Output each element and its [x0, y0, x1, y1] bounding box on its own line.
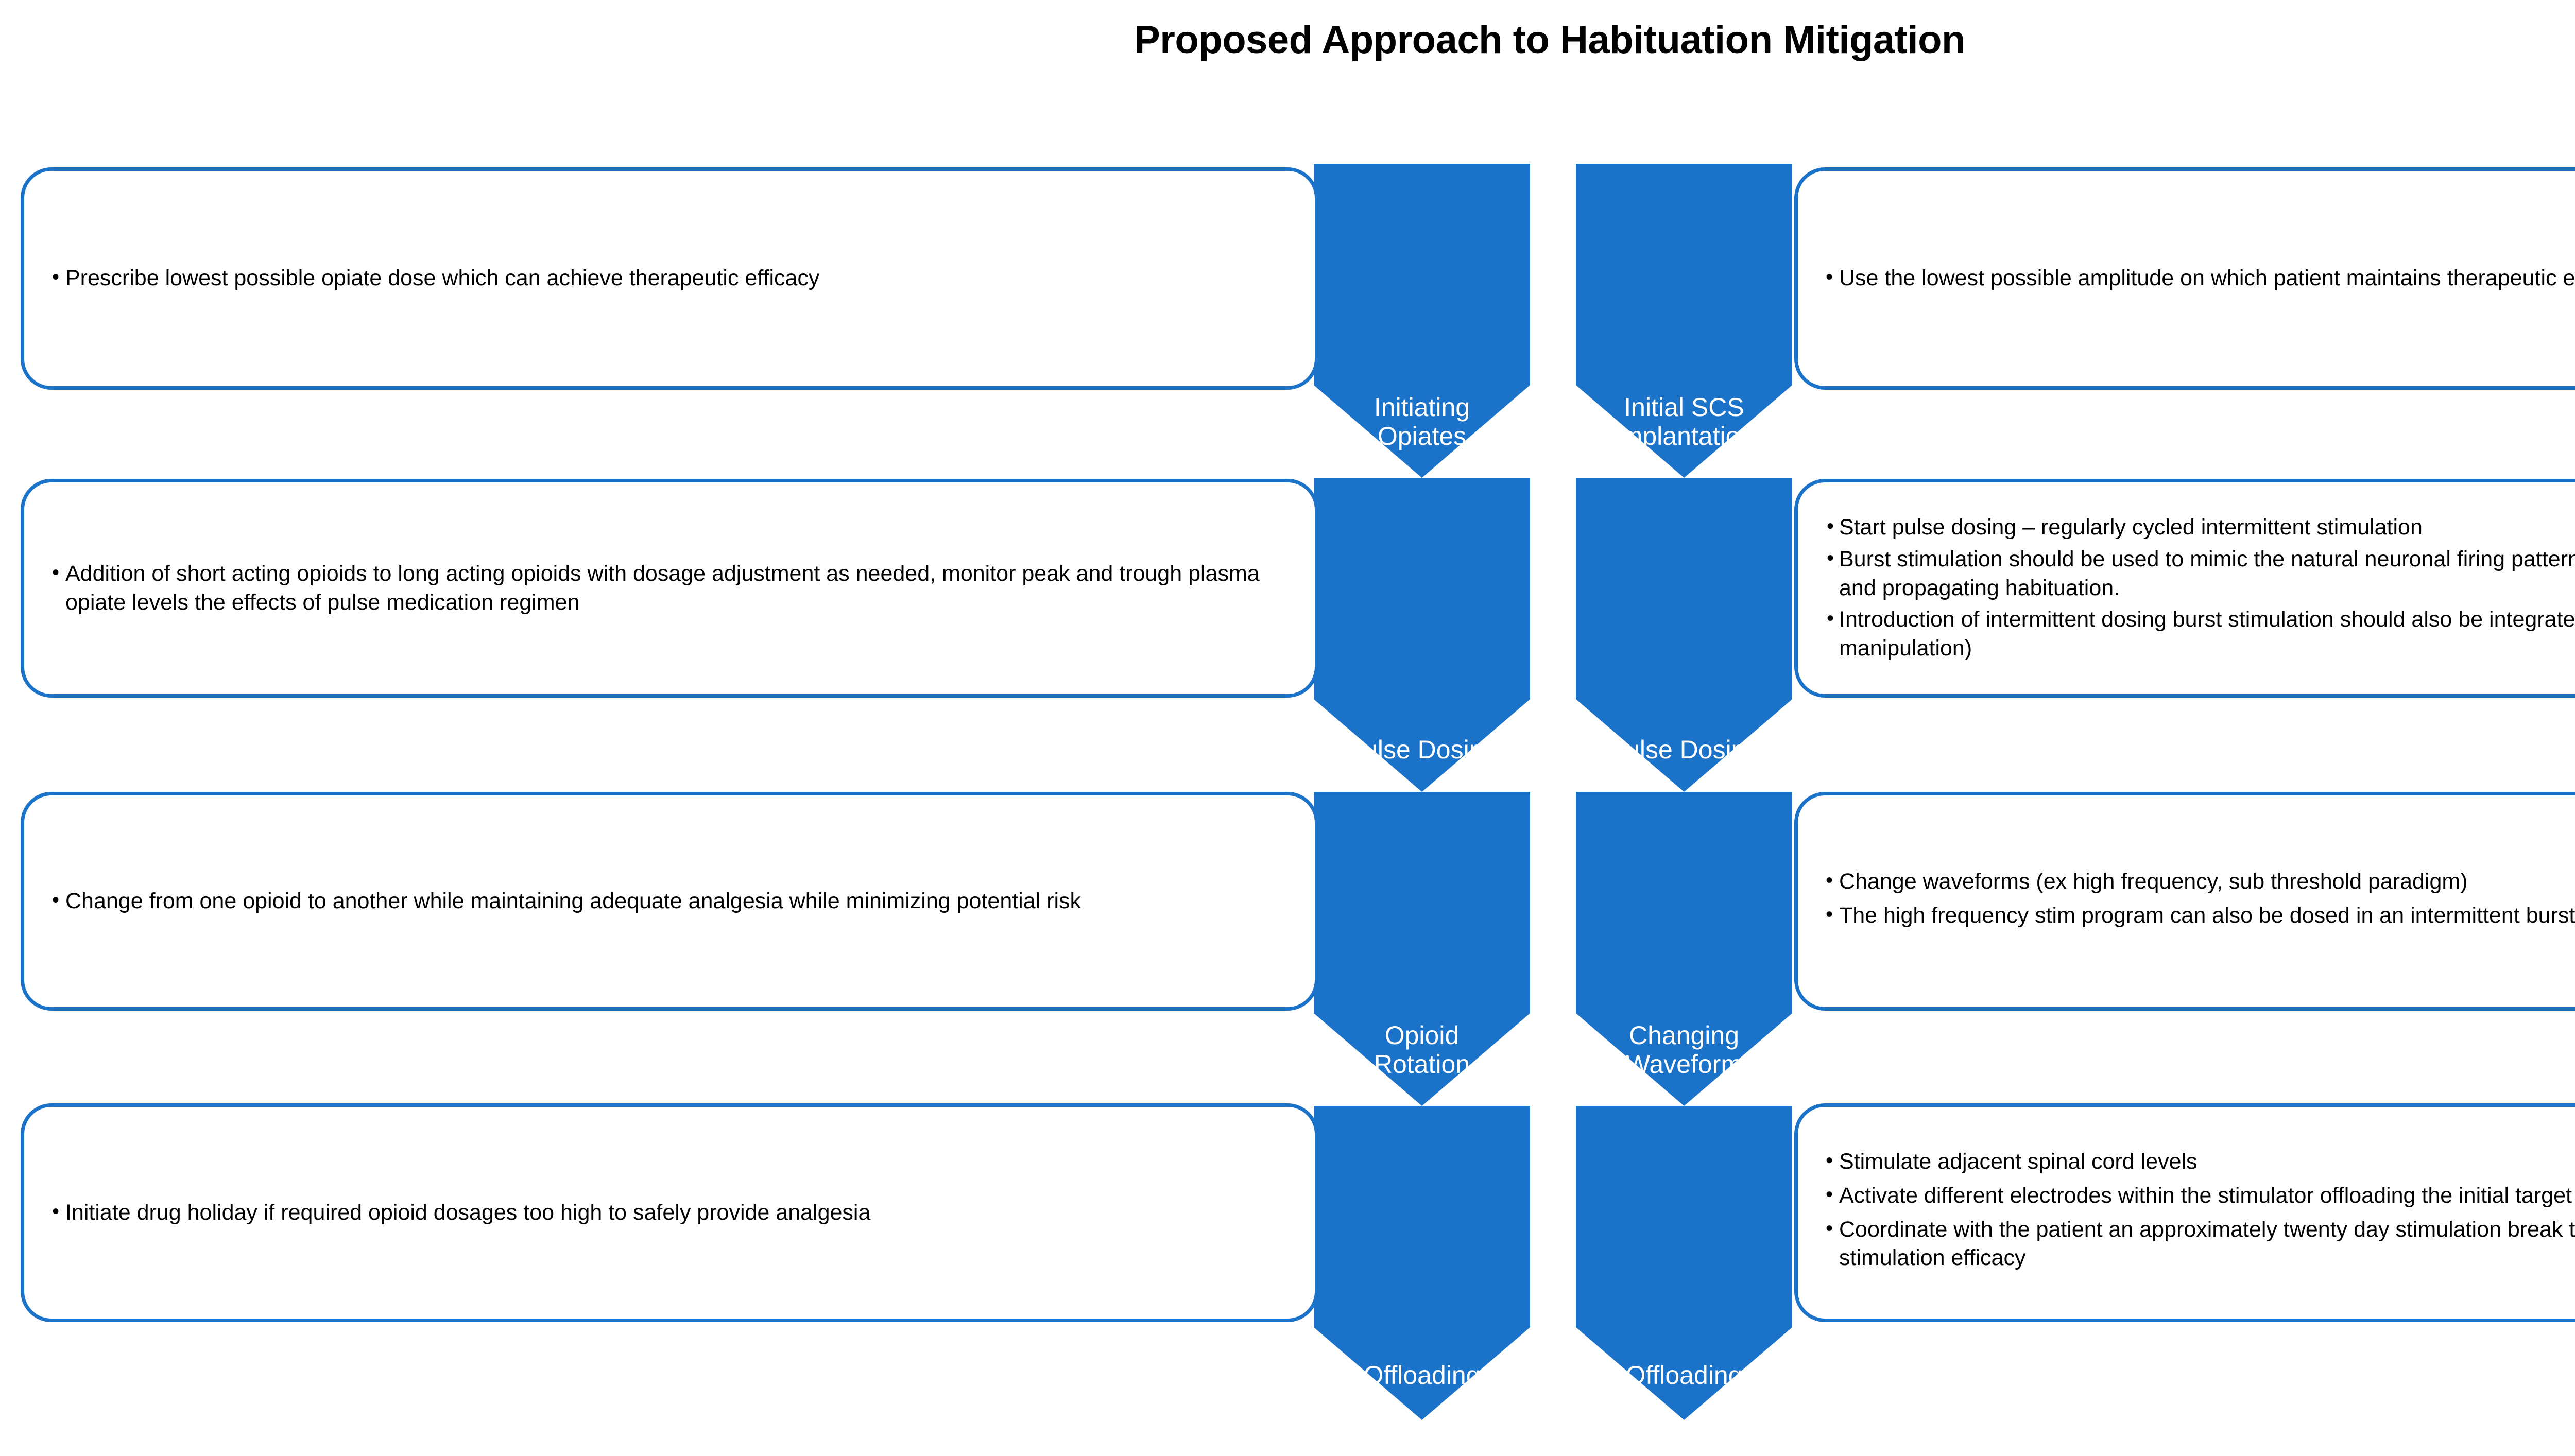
arrow-label-right-stage-1: Initial SCS Implantation: [1576, 393, 1792, 450]
arrow-label-left-stage-3: Opioid Rotation: [1314, 1021, 1530, 1079]
content-box-left-stage-4: Initiate drug holiday if required opioid…: [21, 1103, 1318, 1322]
arrow-column-right: Initial SCS Implantation Pulse Dosing Ch…: [1576, 164, 1792, 1456]
list-item: The high frequency stim program can also…: [1826, 901, 2575, 930]
list-item: Activate different electrodes within the…: [1826, 1181, 2575, 1210]
bullet-list: Start pulse dosing – regularly cycled in…: [1798, 513, 2575, 663]
arrow-label-line1: Changing: [1628, 1021, 1740, 1050]
list-item: Addition of short acting opioids to long…: [52, 559, 1291, 617]
list-item: Change waveforms (ex high frequency, sub…: [1826, 867, 2575, 896]
arrow-label-line1: Offloading: [1363, 1361, 1481, 1390]
left-chevron-arrows: [1314, 164, 1530, 1420]
content-box-left-stage-2: Addition of short acting opioids to long…: [21, 479, 1318, 698]
arrow-label-line1: Offloading: [1625, 1361, 1743, 1390]
content-box-left-stage-1: Prescribe lowest possible opiate dose wh…: [21, 167, 1318, 390]
arrow-label-right-stage-2: Pulse Dosing: [1576, 735, 1792, 764]
content-box-right-stage-1: Use the lowest possible amplitude on whi…: [1794, 167, 2575, 390]
content-box-left-stage-3: Change from one opioid to another while …: [21, 792, 1318, 1011]
list-item: Initiate drug holiday if required opioid…: [52, 1198, 1291, 1227]
content-box-right-stage-3: Change waveforms (ex high frequency, sub…: [1794, 792, 2575, 1011]
list-item: Start pulse dosing – regularly cycled in…: [1826, 513, 2575, 542]
list-item: Coordinate with the patient an approxima…: [1826, 1215, 2575, 1273]
list-item: Burst stimulation should be used to mimi…: [1826, 545, 2575, 603]
arrow-label-line1: Initiating: [1374, 393, 1470, 422]
arrow-label-left-stage-1: Initiating Opiates: [1314, 393, 1530, 450]
page-title: Proposed Approach to Habituation Mitigat…: [1134, 18, 1965, 62]
bullet-list: Prescribe lowest possible opiate dose wh…: [24, 264, 1315, 293]
arrow-label-line1: Opioid: [1384, 1021, 1460, 1050]
right-chevron-arrows: [1576, 164, 1792, 1420]
arrow-label-left-stage-4: Offloading: [1314, 1361, 1530, 1390]
arrow-label-line1: Pulse Dosing: [1346, 735, 1498, 764]
list-item: Prescribe lowest possible opiate dose wh…: [52, 264, 1291, 293]
arrow-label-line2: Opiates: [1377, 422, 1467, 450]
list-item: Introduction of intermittent dosing burs…: [1826, 605, 2575, 663]
arrow-column-left: Initiating Opiates Pulse Dosing Opioid R…: [1314, 164, 1530, 1456]
arrow-label-right-stage-4: Offloading: [1576, 1361, 1792, 1390]
bullet-list: Use the lowest possible amplitude on whi…: [1798, 264, 2575, 293]
bullet-list: Addition of short acting opioids to long…: [24, 559, 1315, 617]
arrow-label-line2: Rotation: [1374, 1050, 1470, 1079]
arrow-label-line2: Implantation: [1613, 422, 1755, 450]
list-item: Change from one opioid to another while …: [52, 887, 1291, 916]
arrow-label-line2: Waveform: [1626, 1050, 1742, 1079]
bullet-list: Stimulate adjacent spinal cord levels Ac…: [1798, 1147, 2575, 1278]
content-box-right-stage-4: Stimulate adjacent spinal cord levels Ac…: [1794, 1103, 2575, 1322]
bullet-list: Change from one opioid to another while …: [24, 887, 1315, 916]
arrow-label-left-stage-2: Pulse Dosing: [1314, 735, 1530, 764]
arrow-label-line1: Initial SCS: [1624, 393, 1744, 422]
bullet-list: Change waveforms (ex high frequency, sub…: [1798, 867, 2575, 935]
arrow-label-right-stage-3: Changing Waveform: [1576, 1021, 1792, 1079]
arrow-label-line1: Pulse Dosing: [1608, 735, 1760, 764]
list-item: Stimulate adjacent spinal cord levels: [1826, 1147, 2575, 1176]
content-box-right-stage-2: Start pulse dosing – regularly cycled in…: [1794, 479, 2575, 698]
list-item: Use the lowest possible amplitude on whi…: [1826, 264, 2575, 293]
bullet-list: Initiate drug holiday if required opioid…: [24, 1198, 1315, 1227]
